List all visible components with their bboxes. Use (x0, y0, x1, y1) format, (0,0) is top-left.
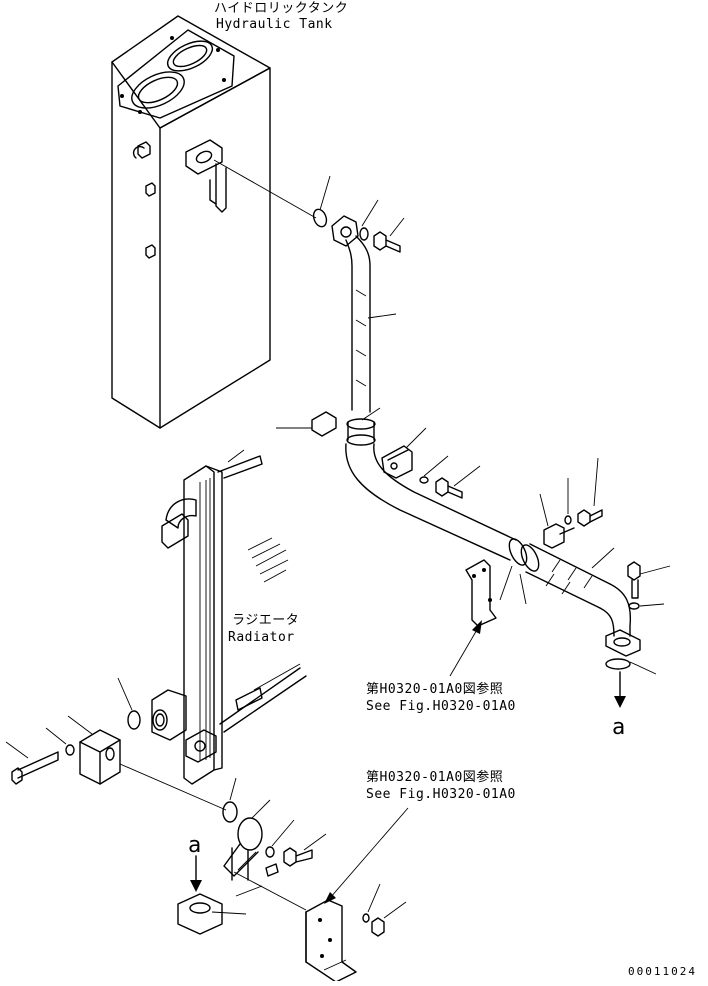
mount-bracket-lower (305, 899, 357, 983)
radiator-label-en: Radiator (228, 630, 295, 645)
elbow-bolt (265, 846, 313, 867)
adapter-gasket (127, 710, 141, 730)
hydraulic-tank-label-jp: ハイドロリックタンク (214, 1, 348, 16)
see-fig-upper-en: See Fig.H0320-01A0 (366, 699, 516, 714)
pipe-support-bracket-upper (381, 445, 413, 479)
elbow-leader (233, 871, 307, 911)
radiator (151, 455, 307, 785)
drawing-number: 00011024 (628, 965, 697, 978)
lower-pipe (345, 443, 641, 670)
mount-bracket-upper (465, 559, 497, 627)
radiator-hatch (247, 537, 289, 583)
radiator-label-jp: ラジエータ (232, 613, 299, 628)
spacer-plate (311, 411, 337, 437)
hydraulic-tank (111, 15, 271, 429)
lower-elbow (223, 817, 263, 881)
adapter-block (79, 729, 121, 785)
adapter-bolt (11, 744, 75, 785)
adapter-leader (119, 763, 227, 811)
outlet-bolt (627, 561, 641, 610)
small-clip (265, 863, 279, 877)
hydraulic-tank-label-en: Hydraulic Tank (216, 17, 333, 32)
lower-a-block (177, 893, 223, 935)
lower-gasket (222, 801, 238, 823)
upper-pipe (312, 208, 376, 446)
see-fig-upper-jp: 第H0320-01A0図参照 (366, 681, 503, 697)
ref-arrow-right (614, 671, 626, 708)
see-fig-arrow-upper (449, 620, 482, 677)
tank-flange-leader (213, 159, 317, 219)
ref-a-right-label: a (612, 715, 625, 740)
see-fig-lower-en: See Fig.H0320-01A0 (366, 787, 516, 802)
pipe-support-bracket-mid (543, 509, 603, 549)
see-fig-arrow-lower (324, 807, 409, 904)
upper-flange-bolt (359, 227, 401, 253)
leader-lines (5, 175, 671, 919)
see-fig-lower-jp: 第H0320-01A0図参照 (366, 769, 503, 785)
ref-arrow-left (190, 855, 202, 892)
bend-bolt (419, 476, 463, 499)
bracket-nut (362, 913, 385, 937)
ref-a-left-label: a (188, 833, 201, 858)
